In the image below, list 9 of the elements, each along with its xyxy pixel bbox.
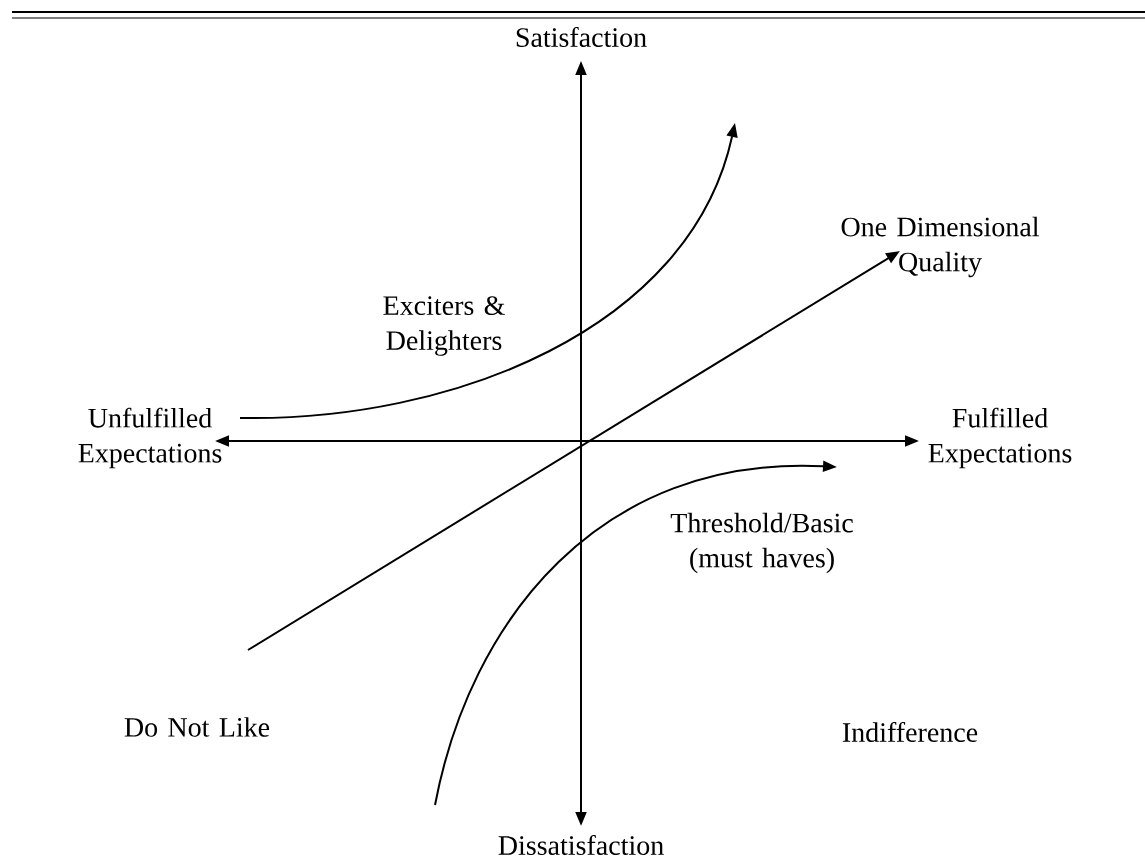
axis-label: One Dimensional Quality bbox=[841, 216, 1039, 278]
axis-label: Satisfaction bbox=[516, 27, 647, 47]
axis-label: Threshold/Basic (must haves) bbox=[670, 512, 853, 574]
axis-label: Dissatisfaction bbox=[498, 835, 664, 855]
axis-label: Unfulfilled Expectations bbox=[78, 407, 222, 469]
axis-label: Do Not Like bbox=[124, 717, 270, 737]
axis-label: Exciters & Delighters bbox=[383, 296, 505, 356]
axis-label: Indifference bbox=[842, 722, 978, 742]
axis-label: Fulfilled Expectations bbox=[928, 407, 1072, 469]
